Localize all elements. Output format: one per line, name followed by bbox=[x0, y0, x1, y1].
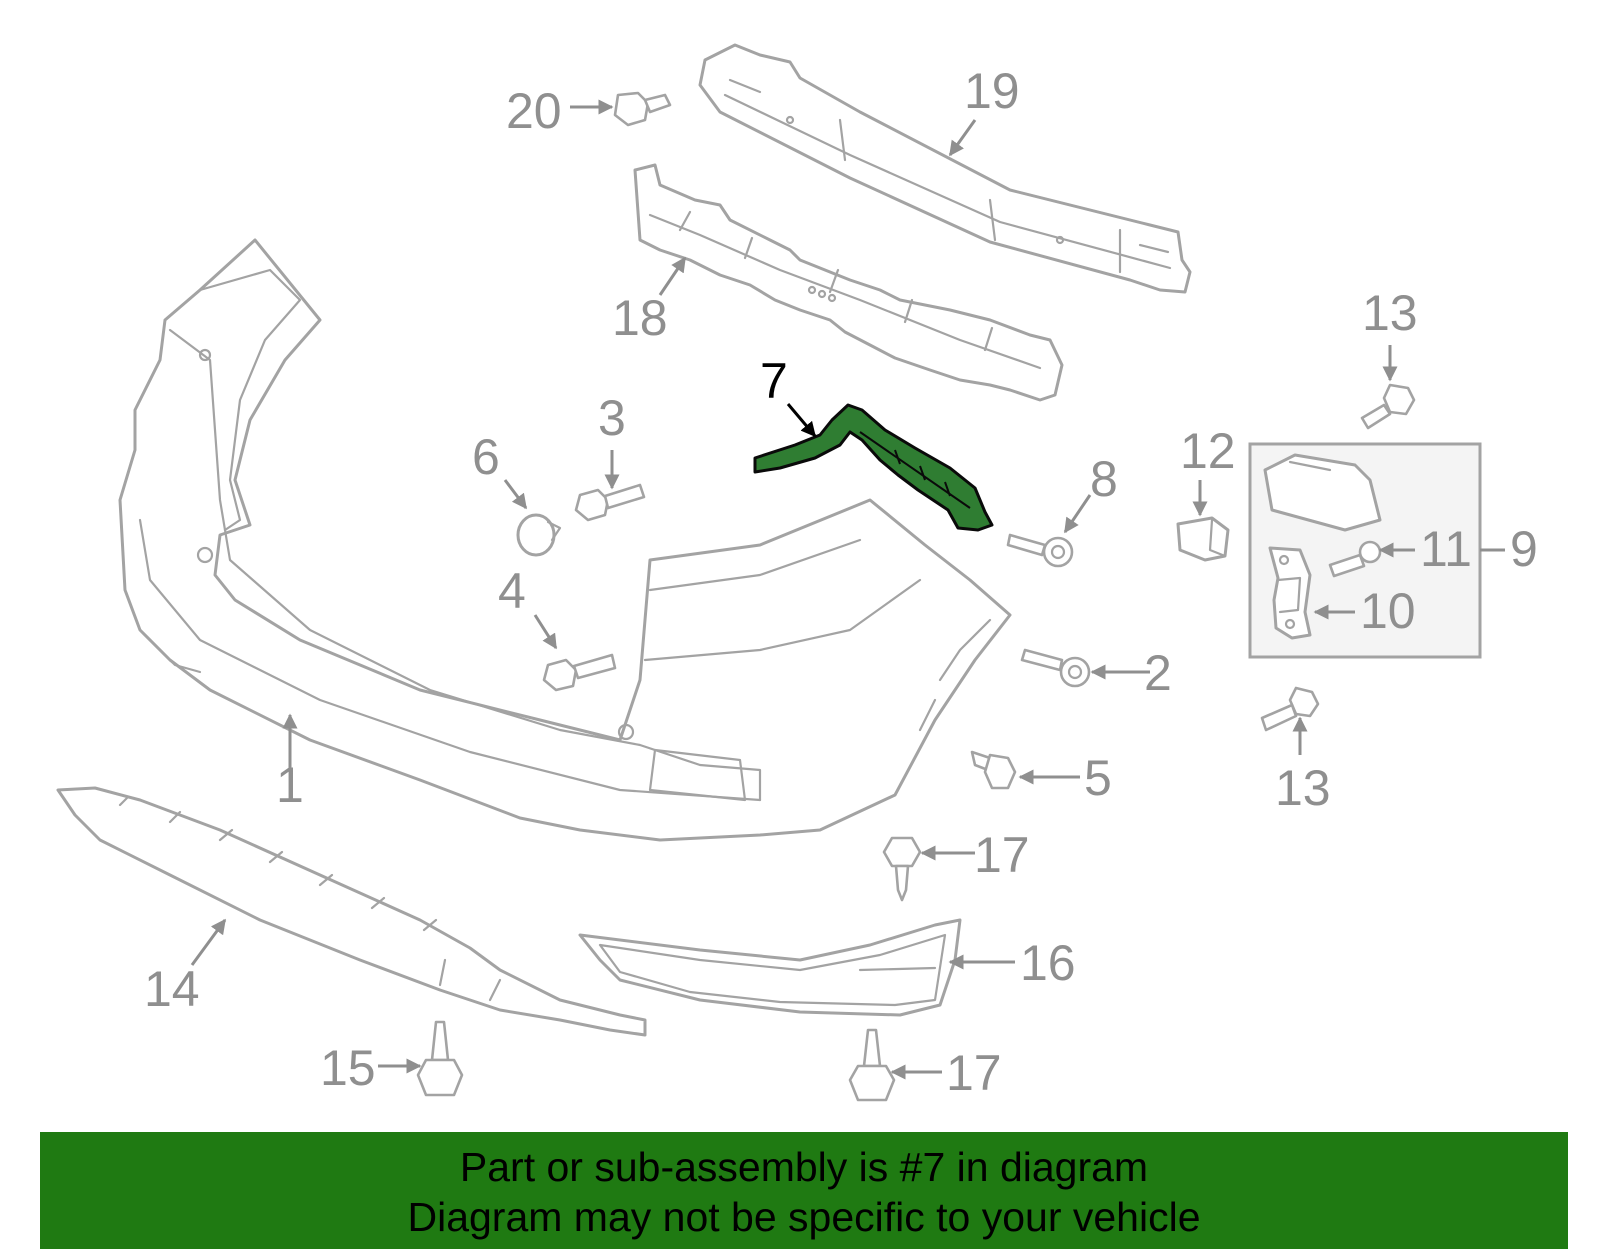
callout-16[interactable]: 16 bbox=[1020, 935, 1076, 991]
fastener-17-bottom[interactable] bbox=[848, 1028, 896, 1102]
fastener-15[interactable] bbox=[416, 1020, 464, 1097]
part-18-energy-absorber[interactable] bbox=[633, 163, 1064, 402]
fastener-2[interactable] bbox=[1020, 648, 1091, 688]
callout-17-bottom[interactable]: 17 bbox=[946, 1045, 1002, 1101]
part-7-bumper-bracket-highlighted[interactable] bbox=[753, 403, 994, 532]
fastener-3[interactable] bbox=[574, 483, 646, 522]
callout-13-top[interactable]: 13 bbox=[1362, 285, 1418, 341]
callout-arrows bbox=[190, 99, 1505, 1080]
fastener-5[interactable] bbox=[970, 750, 1017, 790]
callout-9[interactable]: 9 bbox=[1510, 521, 1538, 577]
info-banner: Part or sub-assembly is #7 in diagram Di… bbox=[40, 1132, 1568, 1249]
fastener-13-top[interactable] bbox=[1360, 383, 1416, 430]
part-1-bumper-cover[interactable] bbox=[118, 238, 1012, 842]
part-12-clip[interactable] bbox=[1176, 516, 1230, 562]
part-19-bumper-reinforcement[interactable] bbox=[698, 43, 1192, 294]
callout-14[interactable]: 14 bbox=[144, 961, 200, 1017]
callout-2[interactable]: 2 bbox=[1144, 645, 1172, 701]
callout-19[interactable]: 19 bbox=[964, 63, 1020, 119]
callout-7[interactable]: 7 bbox=[760, 353, 788, 409]
banner-part-note: Part or sub-assembly is #7 in diagram bbox=[459, 1144, 1149, 1190]
fastener-13-bottom[interactable] bbox=[1260, 686, 1320, 732]
callout-12[interactable]: 12 bbox=[1180, 423, 1236, 479]
fastener-17-top[interactable] bbox=[882, 836, 922, 902]
callout-1[interactable]: 1 bbox=[276, 757, 304, 813]
callout-20[interactable]: 20 bbox=[506, 83, 562, 139]
part-6-cap[interactable] bbox=[516, 513, 562, 557]
fastener-20[interactable] bbox=[613, 91, 672, 127]
callout-15[interactable]: 15 bbox=[320, 1040, 376, 1096]
fastener-8[interactable] bbox=[1006, 533, 1074, 568]
part-14-lower-trim[interactable] bbox=[56, 786, 647, 1037]
part-16-trim-panel[interactable] bbox=[578, 918, 962, 1017]
callout-labels: 20 19 18 7 3 6 8 12 13 11 9 10 4 2 13 1 … bbox=[144, 63, 1538, 1101]
fastener-4[interactable] bbox=[542, 653, 617, 692]
callout-4[interactable]: 4 bbox=[498, 563, 526, 619]
callout-11[interactable]: 11 bbox=[1420, 521, 1472, 577]
callout-6[interactable]: 6 bbox=[472, 429, 500, 485]
callout-13-bottom[interactable]: 13 bbox=[1275, 760, 1331, 816]
callout-8[interactable]: 8 bbox=[1090, 451, 1118, 507]
callout-5[interactable]: 5 bbox=[1084, 750, 1112, 806]
callout-17-top[interactable]: 17 bbox=[974, 827, 1030, 883]
banner-disclaimer: Diagram may not be specific to your vehi… bbox=[407, 1194, 1201, 1240]
callout-10[interactable]: 10 bbox=[1360, 583, 1416, 639]
part-9-sensor-assembly-box[interactable] bbox=[1248, 442, 1482, 659]
callout-3[interactable]: 3 bbox=[598, 390, 626, 446]
callout-18[interactable]: 18 bbox=[612, 290, 668, 346]
